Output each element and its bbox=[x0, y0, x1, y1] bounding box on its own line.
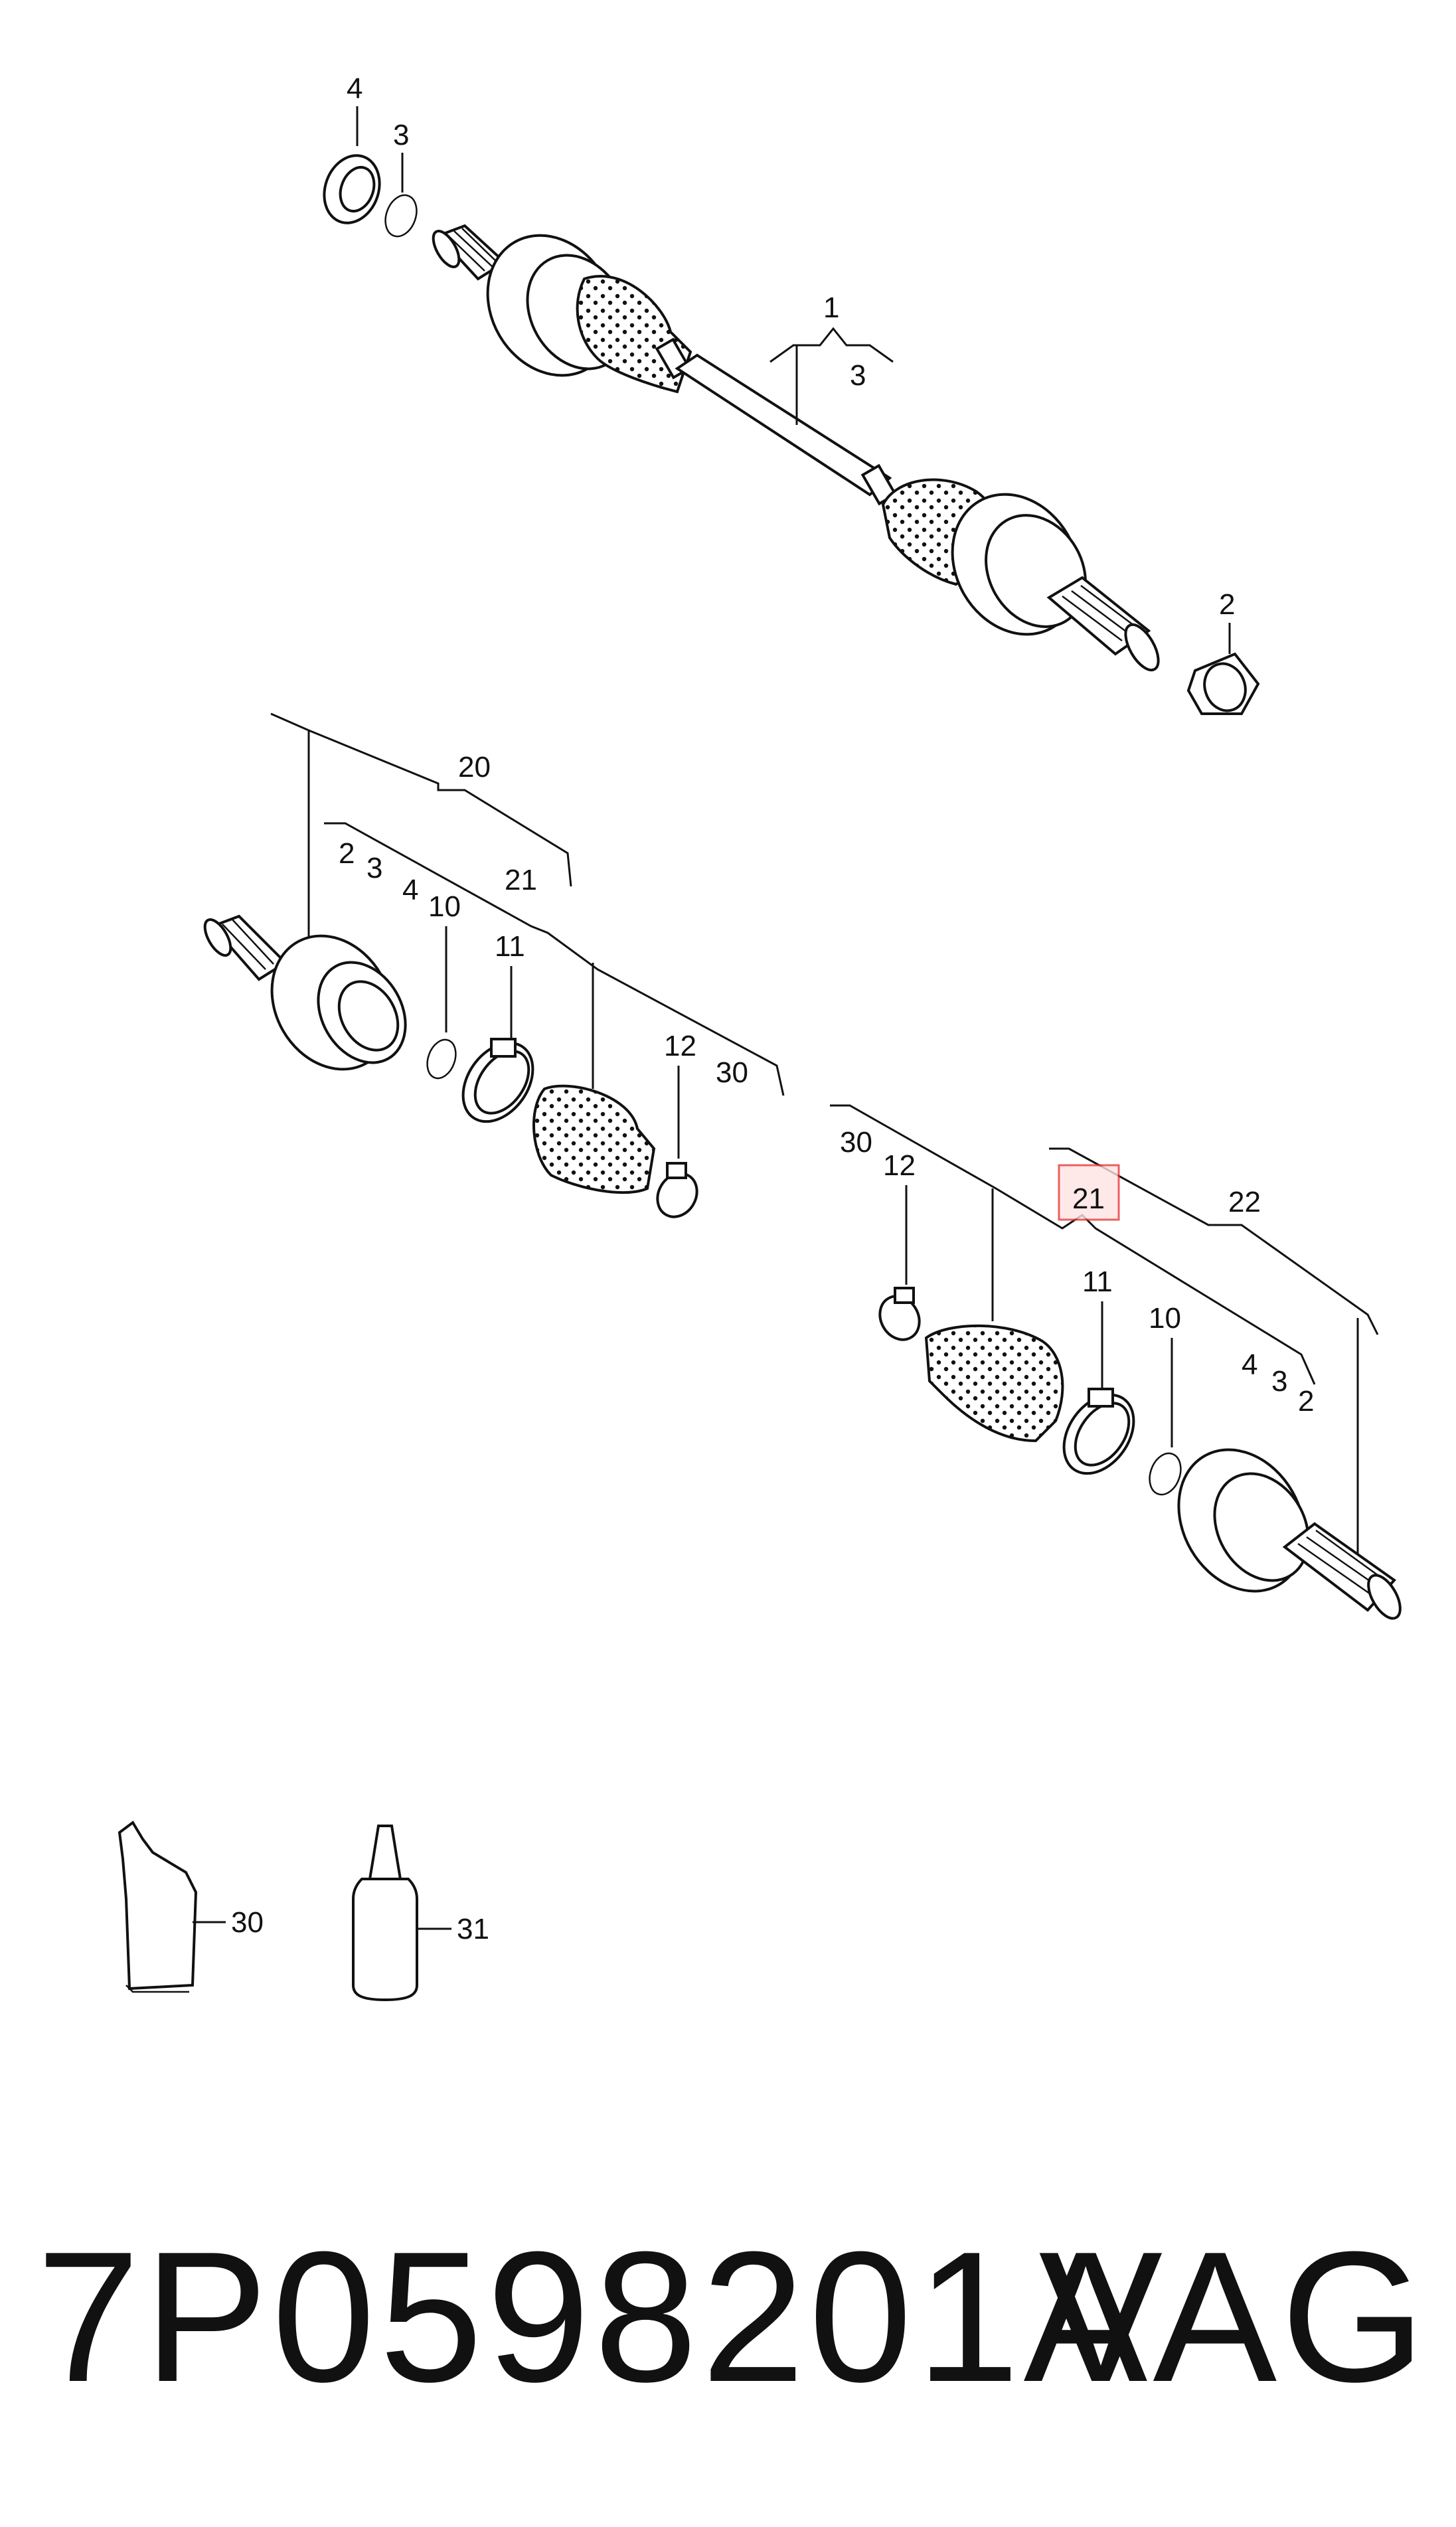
callout-grease-30-label: 30 bbox=[231, 1906, 264, 1939]
callout-right-30-label: 30 bbox=[840, 1126, 872, 1159]
callout-right-22-label: 22 bbox=[1228, 1186, 1261, 1218]
grease-tube-30[interactable]: 30 bbox=[118, 1821, 264, 1993]
complete-drive-shaft[interactable] bbox=[428, 212, 1165, 675]
shaft-bar bbox=[675, 353, 892, 497]
callout-left-30-label: 30 bbox=[716, 1056, 748, 1089]
callout-right-4-label: 4 bbox=[1242, 1348, 1257, 1381]
callout-left-2-label: 2 bbox=[339, 837, 355, 870]
boot-right[interactable] bbox=[924, 1324, 1064, 1443]
callout-right-21-label: 21 bbox=[1072, 1182, 1105, 1215]
callout-right-10-label: 10 bbox=[1149, 1302, 1181, 1335]
callout-left-10-label: 10 bbox=[428, 890, 461, 923]
inner-cv-joint-left[interactable] bbox=[200, 914, 423, 1092]
sealant-bottle-31[interactable]: 31 bbox=[352, 1825, 489, 2002]
callout-top-4-label: 4 bbox=[347, 72, 363, 105]
callout-left-20-label: 20 bbox=[458, 751, 491, 783]
inner-boot bbox=[576, 275, 692, 394]
circlip-10-right[interactable] bbox=[1144, 1338, 1186, 1499]
axle-nut-2[interactable]: 2 bbox=[1186, 588, 1260, 716]
circlip-3[interactable]: 3 bbox=[380, 119, 422, 241]
outer-joint-kit-brackets: 30 12 21 22 11 10 4 3 2 bbox=[830, 1104, 1379, 1564]
callout-left-4-label: 4 bbox=[402, 874, 418, 906]
callout-top-2-label: 2 bbox=[1219, 588, 1235, 621]
callout-right-2-label: 2 bbox=[1298, 1385, 1314, 1418]
clamp-11-left[interactable] bbox=[449, 966, 547, 1135]
boot-left[interactable] bbox=[532, 963, 656, 1194]
callout-1-sub-label: 3 bbox=[850, 359, 866, 392]
highlight-box-21 bbox=[1058, 1164, 1120, 1221]
outer-cv-joint-right[interactable] bbox=[1154, 1427, 1407, 1623]
clamp-12-right[interactable] bbox=[872, 1185, 927, 1346]
inner-joint-kit-brackets: 20 21 2 3 4 10 11 12 30 bbox=[270, 712, 785, 1096]
callout-left-21-label: 21 bbox=[505, 864, 537, 896]
clamp-12-left[interactable] bbox=[650, 1066, 704, 1224]
callout-left-3-label: 3 bbox=[366, 852, 382, 884]
inner-spline-stub bbox=[432, 224, 507, 281]
part-number: 7P0598201A bbox=[37, 2214, 1152, 2421]
callout-1: 1 3 bbox=[769, 291, 894, 425]
callout-right-3-label: 3 bbox=[1271, 1365, 1287, 1398]
clamp-11-right[interactable] bbox=[1050, 1301, 1148, 1487]
callout-top-3-label: 3 bbox=[393, 119, 409, 151]
callout-bottle-31-label: 31 bbox=[457, 1913, 489, 1945]
callout-right-11-label: 11 bbox=[1082, 1265, 1113, 1298]
callout-1-label: 1 bbox=[823, 291, 839, 324]
brand-name: VAG bbox=[1038, 2214, 1429, 2421]
outer-spline-stub bbox=[1046, 576, 1160, 672]
circlip-10-left[interactable] bbox=[422, 926, 461, 1082]
callout-right-12-label: 12 bbox=[883, 1149, 916, 1182]
seal-ring-4[interactable]: 4 bbox=[315, 72, 389, 231]
callout-left-11-label: 11 bbox=[495, 930, 525, 963]
callout-left-12-label: 12 bbox=[664, 1030, 696, 1062]
